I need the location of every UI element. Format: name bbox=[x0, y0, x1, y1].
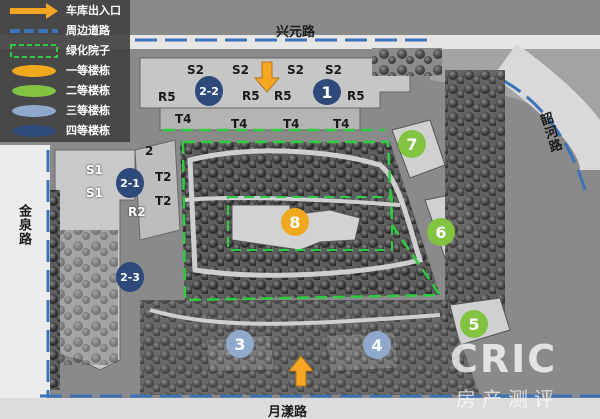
building-badge-2-1[interactable]: 2-1 bbox=[116, 168, 144, 198]
legend-item-grade-4: 四等楼栋 bbox=[4, 122, 128, 140]
legend: 车库出入口 周边道路 绿化院子 一等楼栋 二等楼栋 bbox=[0, 0, 130, 142]
building-badge-7[interactable]: 7 bbox=[398, 130, 426, 158]
east-road-surface bbox=[493, 43, 600, 172]
building-label-t4: T4 bbox=[283, 117, 300, 131]
entrance-arrow-icon bbox=[10, 3, 58, 19]
road-label-west: 金泉路 bbox=[16, 204, 31, 246]
building-badge-3[interactable]: 3 bbox=[226, 330, 254, 358]
building-badge-2-2[interactable]: 2-2 bbox=[195, 76, 223, 106]
building-label-t2: T2 bbox=[155, 170, 172, 184]
building-badge-1[interactable]: 1 bbox=[313, 79, 341, 105]
building-label-s1: S1 bbox=[86, 163, 103, 177]
grade-2-ellipse-icon bbox=[12, 85, 56, 97]
building-label-r5: R5 bbox=[274, 89, 292, 103]
legend-label: 一等楼栋 bbox=[66, 64, 110, 77]
building-label-s1: S1 bbox=[86, 186, 103, 200]
legend-item-grade-1: 一等楼栋 bbox=[4, 62, 128, 80]
south-path bbox=[149, 308, 441, 326]
garage-entrance-arrow-north bbox=[253, 61, 281, 93]
building-label-r5: R5 bbox=[158, 90, 176, 104]
central-cross-path bbox=[184, 195, 401, 207]
east-road-dash bbox=[501, 78, 587, 191]
central-loop-path bbox=[187, 148, 424, 278]
green-courtyard-boundary-outer bbox=[181, 140, 443, 302]
building-label-r2: R2 bbox=[128, 205, 146, 219]
legend-label: 车库出入口 bbox=[66, 4, 121, 17]
building-label-s2: S2 bbox=[287, 63, 304, 77]
green-dash-box-icon bbox=[10, 44, 58, 58]
legend-item-grade-2: 二等楼栋 bbox=[4, 82, 128, 100]
legend-label: 周边道路 bbox=[66, 24, 110, 37]
west-tree-strip bbox=[50, 190, 60, 390]
legend-item-green: 绿化院子 bbox=[4, 42, 128, 60]
building-badge-2-3[interactable]: 2-3 bbox=[116, 262, 144, 292]
garage-entrance-arrow-south bbox=[287, 355, 315, 387]
road-label-south: 月漾路 bbox=[268, 405, 308, 419]
north-east-trees bbox=[372, 48, 442, 76]
road-dash-icon bbox=[10, 29, 58, 33]
grade-4-ellipse-icon bbox=[12, 125, 56, 137]
green-courtyard-boundary-inner bbox=[227, 196, 393, 251]
grade-1-ellipse-icon bbox=[12, 65, 56, 77]
watermark-subtitle: 房产测评 bbox=[456, 387, 560, 411]
building-badge-5[interactable]: 5 bbox=[460, 310, 488, 338]
building-badge-8[interactable]: 8 bbox=[281, 208, 309, 236]
west-road-surface bbox=[0, 145, 50, 419]
building-label-s2: S2 bbox=[232, 63, 249, 77]
watermark-logo: CRIC bbox=[450, 337, 558, 381]
legend-item-grade-3: 三等楼栋 bbox=[4, 102, 128, 120]
grade-3-ellipse-icon bbox=[12, 105, 56, 117]
building-label-t2: T2 bbox=[155, 194, 172, 208]
building-label-r5: R5 bbox=[347, 89, 365, 103]
east-tree-belt bbox=[445, 70, 505, 330]
building-label-t4: T4 bbox=[333, 117, 350, 131]
t2-building-block bbox=[134, 139, 181, 241]
building-label-r5: R5 bbox=[242, 89, 260, 103]
legend-label: 四等楼栋 bbox=[66, 124, 110, 137]
road-label-north: 兴元路 bbox=[276, 25, 316, 40]
west-courtyard-trees bbox=[58, 230, 118, 365]
legend-item-road: 周边道路 bbox=[4, 22, 128, 40]
legend-label: 三等楼栋 bbox=[66, 104, 110, 117]
building-label-s2: S2 bbox=[325, 63, 342, 77]
building-label-t4: T4 bbox=[175, 112, 192, 126]
legend-item-entrance: 车库出入口 bbox=[4, 2, 128, 20]
legend-label: 绿化院子 bbox=[66, 44, 110, 57]
building-label-t4: T4 bbox=[231, 117, 248, 131]
building-label-2: 2 bbox=[145, 144, 154, 158]
building-badge-4[interactable]: 4 bbox=[363, 331, 391, 359]
watermark: CRIC 房产测评 bbox=[450, 337, 590, 417]
legend-label: 二等楼栋 bbox=[66, 84, 110, 97]
building-label-s2: S2 bbox=[187, 63, 204, 77]
north-building-t4-row bbox=[159, 107, 361, 131]
building-badge-6[interactable]: 6 bbox=[427, 218, 455, 246]
south-road-surface bbox=[0, 398, 600, 419]
